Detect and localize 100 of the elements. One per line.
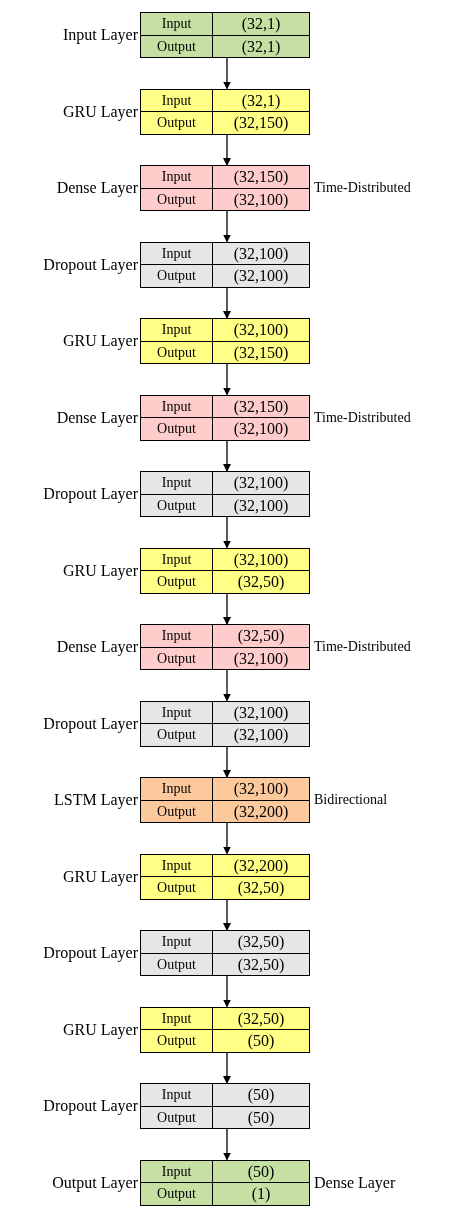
row-label: Input bbox=[141, 625, 213, 647]
shape-value: (32,100) bbox=[232, 779, 290, 800]
arrow bbox=[223, 898, 231, 931]
shape-value: (32,50) bbox=[236, 878, 286, 899]
shape-value: (32,1) bbox=[240, 36, 282, 57]
shape-value: (32,150) bbox=[232, 396, 290, 417]
row-label: Output bbox=[141, 265, 213, 287]
shape-value: (50) bbox=[246, 1107, 276, 1128]
shape-value: (32,100) bbox=[232, 725, 290, 746]
layer-name: GRU Layer bbox=[62, 333, 138, 349]
layer-name: GRU Layer bbox=[62, 868, 138, 885]
arrow bbox=[223, 133, 231, 166]
shape-value: (50) bbox=[246, 1085, 276, 1106]
row-label: Output bbox=[141, 877, 213, 899]
layer-name: Output Layer bbox=[52, 1174, 138, 1191]
shape-value: (32,100) bbox=[232, 549, 290, 570]
shape-value: (32,100) bbox=[232, 648, 290, 669]
row-label: Output bbox=[141, 418, 213, 440]
shape-value: (32,1) bbox=[240, 14, 282, 35]
layer-name: Input Layer bbox=[62, 27, 138, 43]
row-label: Input bbox=[141, 778, 213, 800]
row-label: Input bbox=[141, 548, 213, 570]
row-label: Input bbox=[141, 319, 213, 341]
shape-value: (32,100) bbox=[232, 419, 290, 440]
row-label: Input bbox=[141, 1007, 213, 1029]
row-label: Input bbox=[141, 13, 213, 35]
shape-value: (32,100) bbox=[232, 243, 290, 264]
row-label: Input bbox=[141, 89, 213, 111]
row-label: Output bbox=[141, 1183, 213, 1205]
arrow bbox=[223, 745, 231, 778]
layer-name: Dropout Layer bbox=[43, 715, 138, 732]
shape-value: (50) bbox=[246, 1031, 276, 1052]
shape-value: (32,100) bbox=[232, 702, 290, 723]
shape-value: (1) bbox=[250, 1184, 272, 1205]
shape-value: (32,150) bbox=[232, 113, 290, 134]
row-label: Input bbox=[141, 472, 213, 494]
shape-value: (32,100) bbox=[232, 473, 290, 494]
row-label: Input bbox=[141, 395, 213, 417]
shape-value: (32,50) bbox=[236, 572, 286, 593]
row-label: Output bbox=[141, 188, 213, 210]
row-label: Output bbox=[141, 1030, 213, 1052]
shape-value: (32,200) bbox=[232, 801, 290, 822]
row-label: Output bbox=[141, 800, 213, 822]
shape-value: (32,100) bbox=[232, 320, 290, 341]
row-label: Output bbox=[141, 341, 213, 363]
row-label: Output bbox=[141, 724, 213, 746]
row-label: Output bbox=[141, 112, 213, 134]
shape-value: (32,50) bbox=[236, 1008, 286, 1029]
shape-value: (32,1) bbox=[240, 90, 282, 111]
layer-note: Time-Distributed bbox=[314, 410, 411, 425]
arrow bbox=[223, 286, 231, 319]
layer-note: Dense Layer bbox=[314, 1174, 396, 1191]
row-label: Output bbox=[141, 571, 213, 593]
shape-value: (32,50) bbox=[236, 932, 286, 953]
layer-name: Dropout Layer bbox=[43, 256, 138, 273]
arrow bbox=[223, 822, 231, 855]
arrow bbox=[223, 592, 231, 625]
shape-value: (32,50) bbox=[236, 954, 286, 975]
layer-name: Dropout Layer bbox=[43, 486, 138, 502]
layer-name: GRU Layer bbox=[62, 103, 138, 120]
arrow bbox=[223, 975, 231, 1008]
row-label: Output bbox=[141, 35, 213, 57]
arrow bbox=[223, 439, 231, 472]
arrow bbox=[223, 1128, 231, 1161]
shape-value: (32,150) bbox=[232, 167, 290, 188]
layer-name: Dense Layer bbox=[56, 180, 138, 196]
layer-name: Dropout Layer bbox=[43, 945, 138, 961]
row-label: Input bbox=[141, 242, 213, 264]
row-label: Output bbox=[141, 647, 213, 669]
shape-value: (32,150) bbox=[232, 342, 290, 363]
shape-value: (32,50) bbox=[236, 626, 286, 647]
layer-name: Dense Layer bbox=[56, 409, 138, 426]
row-label: Input bbox=[141, 1084, 213, 1106]
row-label: Input bbox=[141, 1160, 213, 1182]
layer-name: Dense Layer bbox=[56, 639, 138, 655]
layer-name: GRU Layer bbox=[62, 562, 138, 579]
layer-note: Bidirectional bbox=[314, 793, 388, 807]
row-label: Input bbox=[141, 931, 213, 953]
shape-value: (50) bbox=[246, 1161, 276, 1182]
layer-name: Dropout Layer bbox=[43, 1098, 138, 1114]
row-label: Output bbox=[141, 1106, 213, 1128]
arrow bbox=[223, 669, 231, 702]
row-label: Input bbox=[141, 166, 213, 188]
shape-value: (32,100) bbox=[232, 495, 290, 516]
arrow bbox=[223, 57, 231, 90]
shape-value: (32,100) bbox=[232, 266, 290, 287]
arrow bbox=[223, 1051, 231, 1084]
row-label: Output bbox=[141, 494, 213, 516]
row-label: Input bbox=[141, 701, 213, 723]
arrow bbox=[223, 516, 231, 549]
layer-name: LSTM Layer bbox=[54, 792, 138, 808]
arrow bbox=[223, 210, 231, 243]
shape-value: (32,200) bbox=[232, 855, 290, 876]
row-label: Output bbox=[141, 953, 213, 975]
layer-note: Time-Distributed bbox=[314, 181, 411, 195]
layer-name: GRU Layer bbox=[62, 1021, 138, 1038]
shape-value: (32,100) bbox=[232, 189, 290, 210]
row-label: Input bbox=[141, 854, 213, 876]
layer-note: Time-Distributed bbox=[314, 640, 411, 654]
arrow bbox=[223, 363, 231, 396]
